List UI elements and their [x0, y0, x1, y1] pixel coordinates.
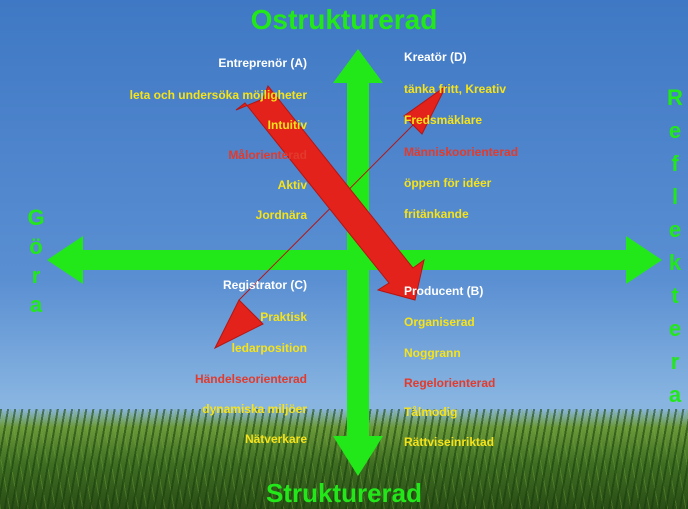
- right-letter: a: [668, 382, 682, 407]
- trait-item: dynamiska miljöer: [202, 402, 307, 416]
- left-letter: G: [27, 205, 45, 230]
- right-letter: e: [668, 118, 682, 143]
- trait-item: Jordnära: [255, 208, 307, 222]
- diagonal-arrow-down-right: [235, 85, 425, 301]
- trait-item: Rättviseinriktad: [404, 435, 495, 449]
- axis-label-top: Ostrukturerad: [250, 4, 438, 35]
- trait-item: Händelseorienterad: [194, 372, 307, 386]
- trait-item: Målorienterad: [228, 148, 307, 162]
- right-letter: R: [667, 85, 683, 110]
- trait-item: fritänkande: [404, 207, 469, 221]
- trait-item: Nätverkare: [244, 432, 307, 446]
- diagonal-arrow-up-right: [213, 85, 447, 350]
- grass-background: [0, 409, 688, 509]
- trait-item: Fredsmäklare: [404, 113, 483, 127]
- quadrant-title: Producent (B): [404, 284, 484, 298]
- trait-item: Noggrann: [404, 346, 461, 360]
- quadrant-title: Entreprenör (A): [218, 56, 307, 70]
- right-letter: e: [668, 316, 682, 341]
- left-letter: a: [29, 292, 43, 317]
- right-letter: r: [670, 349, 680, 374]
- right-letter: e: [668, 217, 682, 242]
- quadrant-title: Kreatör (D): [404, 50, 467, 64]
- trait-item: Regelorienterad: [404, 376, 496, 390]
- trait-item: ledarposition: [231, 341, 307, 355]
- left-letter: ö: [29, 234, 43, 259]
- quadrant-title: Registrator (C): [222, 278, 307, 292]
- trait-item: öppen för idéer: [404, 176, 492, 190]
- trait-item: leta och undersöka möjligheter: [129, 88, 307, 102]
- trait-item: Intuitiv: [267, 118, 307, 132]
- axis-label-bottom: Strukturerad: [265, 478, 423, 508]
- right-letter: f: [671, 151, 679, 176]
- right-letter: t: [671, 283, 679, 308]
- right-letter: l: [671, 184, 679, 209]
- trait-item: Praktisk: [260, 310, 307, 324]
- trait-item: Organiserad: [404, 315, 475, 329]
- trait-item: Tålmodig: [404, 405, 458, 419]
- left-letter: r: [31, 263, 41, 288]
- trait-item: Människoorienterad: [404, 145, 519, 159]
- right-letter: k: [668, 250, 682, 275]
- trait-item: Aktiv: [277, 178, 307, 192]
- trait-item: tänka fritt, Kreativ: [404, 82, 507, 96]
- vertical-axis-arrow: [333, 49, 383, 476]
